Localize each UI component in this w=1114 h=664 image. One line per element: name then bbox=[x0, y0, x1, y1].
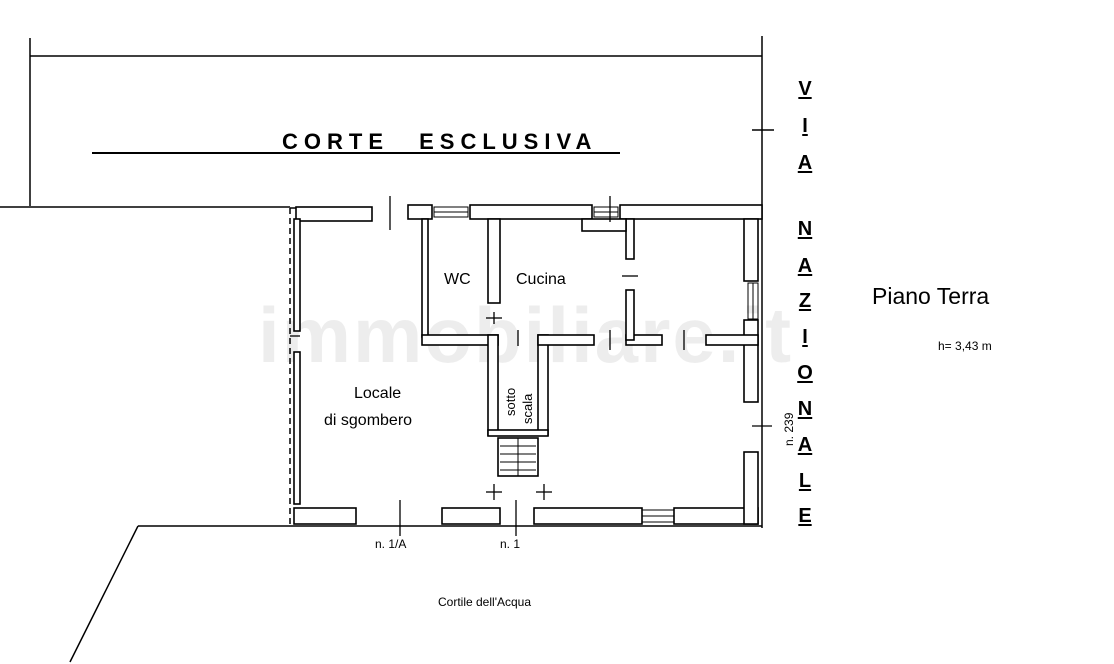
wall-block-bottom-left bbox=[421, 334, 499, 346]
street-letter: I bbox=[802, 326, 808, 348]
entrance-label-239: n. 239 bbox=[782, 412, 796, 446]
wall-top-1 bbox=[295, 206, 373, 222]
room-label-wc: WC bbox=[444, 271, 471, 288]
entrance-label-1: n. 1 bbox=[500, 537, 521, 551]
street-letter: L bbox=[798, 470, 812, 492]
street-letter: I bbox=[802, 115, 808, 137]
wall-top-4 bbox=[619, 204, 763, 220]
wall-top-3 bbox=[469, 204, 593, 220]
street-letter: O bbox=[797, 362, 813, 384]
entrance-label-1a: n. 1/A bbox=[375, 537, 407, 551]
room-label-under-stairs-line1: sotto bbox=[503, 387, 518, 416]
wall-left-upper bbox=[293, 218, 301, 332]
street-letter: Z bbox=[798, 290, 812, 312]
wall-right-upper bbox=[743, 218, 759, 282]
wall-kitchen-right-lower bbox=[625, 289, 635, 341]
wall-wc-left bbox=[421, 218, 429, 338]
street-letter: E bbox=[798, 505, 812, 527]
wall-stair-left bbox=[487, 334, 499, 436]
watermark: immobiliare.it bbox=[258, 291, 794, 379]
bottom-courtyard-label: Cortile dell'Acqua bbox=[438, 595, 532, 609]
wall-left-lower bbox=[293, 351, 301, 505]
wall-block-bottom-far bbox=[705, 334, 759, 346]
street-letter: N bbox=[797, 398, 813, 420]
ceiling-height: h= 3,43 m bbox=[938, 339, 992, 353]
wall-right-mid bbox=[743, 319, 759, 403]
street-letter: V bbox=[798, 78, 812, 100]
street-letter: N bbox=[797, 218, 813, 240]
courtyard-label: CORTE ESCLUSIVA bbox=[282, 129, 598, 154]
room-label-storage-line2: di sgombero bbox=[324, 412, 413, 429]
wall-top-2 bbox=[407, 204, 433, 220]
wall-kitchen-sink bbox=[581, 218, 627, 232]
wall-block-bottom-mid bbox=[537, 334, 595, 346]
room-label-kitchen: Cucina bbox=[516, 271, 566, 288]
wall-wc-kitchen bbox=[487, 218, 501, 304]
street-letter: A bbox=[797, 152, 813, 174]
room-label-storage-line1: Locale bbox=[354, 385, 402, 402]
wall-bottom-3 bbox=[533, 507, 643, 525]
wall-stair-right bbox=[537, 334, 549, 436]
street-letter: A bbox=[797, 434, 813, 456]
floor-title: Piano Terra bbox=[872, 283, 990, 309]
wall-kitchen-right-upper bbox=[625, 218, 635, 260]
wall-under-stairs-bottom bbox=[487, 429, 549, 437]
wall-bottom-1 bbox=[293, 507, 357, 525]
wall-bottom-2 bbox=[441, 507, 501, 525]
street-letter: A bbox=[797, 255, 813, 277]
diagonal-boundary-line bbox=[69, 525, 139, 663]
wall-right-lower bbox=[743, 451, 759, 525]
room-label-under-stairs-line2: scala bbox=[520, 393, 535, 424]
